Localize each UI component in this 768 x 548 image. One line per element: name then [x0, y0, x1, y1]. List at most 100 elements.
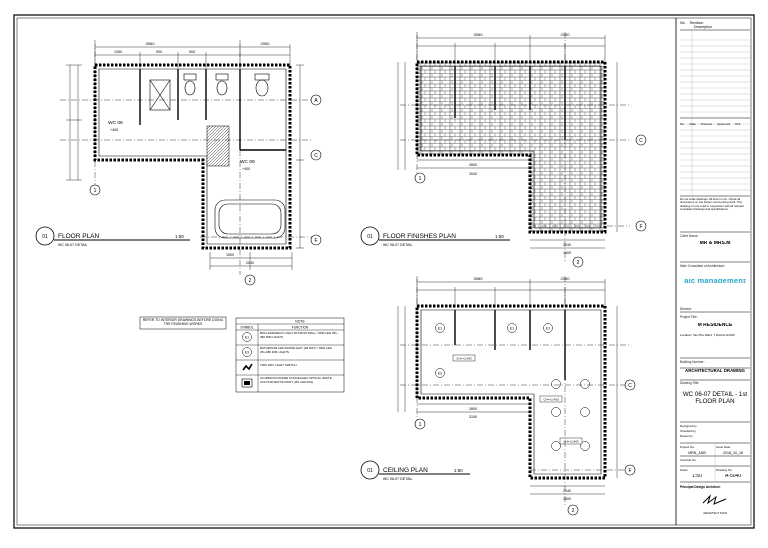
finishes-plan-scale: 1:50 [495, 234, 504, 239]
cad-file-label: Cad File No. [680, 458, 697, 462]
drawing-no-label: Drawing No. [716, 468, 733, 472]
frame-icon-inner [244, 381, 250, 385]
title-block-grid [680, 29, 750, 483]
issue-col: Purpose [701, 122, 713, 126]
dim-fin-low: 2040 [563, 243, 571, 247]
signature-caption: ARCHITECT SIGN [703, 511, 727, 515]
issue-col: No. [680, 122, 685, 126]
drawing-title-label: Drawing Title: [680, 381, 700, 385]
finishes-plan-num: 01 [367, 234, 373, 240]
dim-fin-bottom: 3040 [469, 172, 477, 176]
ceiling-light-e1: E1 [510, 327, 514, 331]
dim-cl-low-a: 1500 [563, 497, 571, 501]
building-label: Building Number: [680, 360, 705, 364]
switch-icon [242, 363, 253, 371]
legend-row-text: ALUMINIUM FRAME CONCEALED OPTICAL WHITE … [260, 377, 332, 384]
sheet-border [13, 14, 755, 529]
dim-fin-total: 3060 [474, 32, 484, 37]
dim-low-a: 1500 [226, 253, 234, 257]
legend-col-symbol: SYMBOL [240, 326, 254, 330]
project-location: Location: Tan Phu Ward, 7 District HCMC [680, 333, 736, 337]
designed-by-label: Designed by [680, 424, 697, 428]
legend-row-text: BOLLARD/DECO LIGHT 60 FROM WALL / 90W LE… [260, 332, 338, 339]
room-level-wc09: +400 [242, 167, 250, 171]
ceiling-light-e1: E1 [438, 327, 442, 331]
client-label: Client Name: [680, 234, 699, 238]
grid-marker: A [314, 98, 318, 104]
legend-title: NOTE [295, 320, 305, 324]
finishes-plan-sub: WC 06-07 DETAIL [383, 243, 413, 247]
legend-col-function: FUNCTION [292, 326, 309, 330]
client-name: MR & MRS.M [699, 241, 731, 246]
dim-fin-right: 2050 [561, 32, 571, 37]
grid-marker: F [314, 238, 317, 244]
dim-top-b: 900 [156, 50, 162, 54]
issue-col: Approved [717, 122, 731, 126]
project-name: M RESIDENCE [697, 323, 733, 328]
grid-marker: 2 [249, 278, 252, 284]
consultant-label: Main Consultant of Architecture: [680, 264, 726, 268]
title-block: No. Revision Description No. Date Purpos… [678, 19, 752, 524]
dim-top-d: 2050 [261, 41, 271, 46]
dim-cl-low: 2040 [563, 489, 571, 493]
floor-plan-scale: 1:50 [175, 234, 184, 239]
rev-description-label: Description [694, 25, 712, 29]
legend-sym-e3: E3 [245, 351, 249, 355]
dim-cl-right: 2050 [561, 276, 571, 281]
ceiling-light-e1: E1 [546, 327, 550, 331]
dim-cl-bottom: 3150 [469, 415, 477, 419]
discipline: ARCHITECTURAL DRAWING [685, 369, 745, 373]
grid-marker: C [639, 138, 643, 144]
ceiling-plan-sub: WC 06-07 DETAIL [383, 477, 413, 481]
rev-header: No. Revision [680, 21, 750, 25]
ceiling-plan-num: 01 [367, 468, 373, 474]
floor-plan-sub: WC 06-07 DETAIL [58, 243, 88, 247]
grid-marker: F [628, 468, 631, 474]
issue-columns: No. Date Purpose Approved Chk [680, 122, 750, 126]
ceiling-height-tag: CH=+2,400 [543, 398, 559, 402]
drawing-no: A-5040 [724, 474, 742, 479]
room-label-wc06: WC 06 [108, 120, 123, 126]
room-label-wc09: WC 09 [240, 159, 255, 165]
dim-fin-low-a: 1500 [563, 251, 571, 255]
principal-label: Principal Design Architect: [680, 485, 721, 489]
scale-value: 1:50 [692, 474, 702, 479]
grid-marker: C [314, 153, 318, 159]
rev-label: Revision [689, 21, 704, 25]
grid-marker: F [639, 224, 642, 230]
grid-marker: 1 [419, 422, 422, 428]
floor-plan-title: FLOOR PLAN [58, 233, 99, 240]
checked-by-label: Checked by [680, 429, 696, 433]
floor-plan-num: 01 [42, 234, 48, 240]
ceiling-light-e3: E3 [438, 372, 442, 376]
architect-signature [702, 494, 727, 505]
ceiling-plan-title: CEILING PLAN [383, 467, 428, 474]
floor-plan: 3060 1350 900 900 2050 2040 1500 [35, 40, 322, 286]
ceiling-height-tag: CH=+2,400 [456, 357, 472, 361]
notes-legend: REFER TO INTERIOR DRAWINGS BEFORE DOING … [139, 316, 345, 393]
issue-col: Chk [735, 122, 741, 126]
legend-row-text: BATHROOM LED DOWNLIGHT (28 WAY) / 90W LE… [260, 347, 332, 354]
issue-date-label: Issue Date [716, 445, 731, 449]
consultant-logo: aic management [680, 279, 750, 283]
dim-fin-b1: 2600 [469, 163, 477, 167]
floor-finishes-plan: 3060 2050 2600 3040 2040 1500 1 2 C F 01… [360, 32, 647, 268]
drawing-title: WC 06-07 DETAIL - 1st FLOOR PLAN [682, 391, 748, 405]
scale-label: Scale [680, 468, 688, 472]
project-no: MRN_ADB [688, 451, 706, 455]
drawn-by-label: Drawn by [680, 434, 693, 438]
project-no-label: Project No. [680, 445, 695, 449]
dim-top-a: 1350 [114, 50, 122, 54]
legend-row-text: TWO WAY LIGHT SWITCH [260, 364, 297, 367]
issue-date: 2018_10_18 [723, 451, 743, 455]
room-level-wc06: +400 [110, 128, 118, 132]
legend-sym-e1: E1 [245, 336, 249, 340]
dim-top-c: 900 [189, 50, 195, 54]
finishes-plan-title: FLOOR FINISHES PLAN [383, 233, 456, 240]
dim-low-total: 2040 [246, 261, 254, 265]
ceiling-height-tag: CH=+2,400 [563, 440, 579, 444]
refer-note: REFER TO INTERIOR DRAWINGS BEFORE DOING … [142, 318, 224, 327]
grid-marker: 1 [419, 176, 422, 182]
general-notes: Do not scale drawings. All dims in mm. C… [680, 198, 744, 211]
